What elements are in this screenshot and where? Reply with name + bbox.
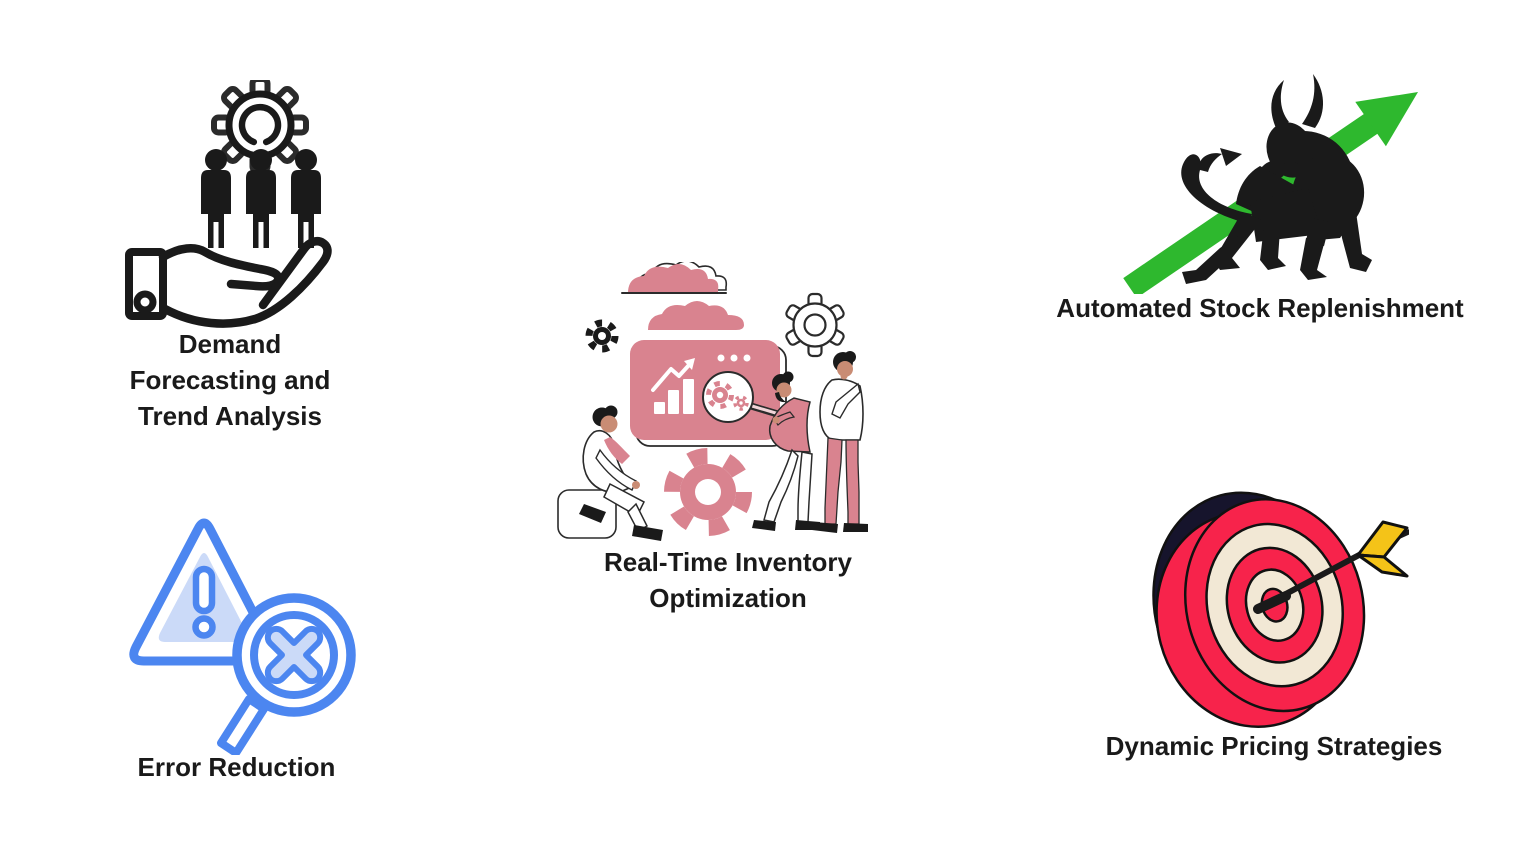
feature-label: Demand Forecasting and Trend Analysis (129, 329, 331, 431)
feature-label: Automated Stock Replenishment (1056, 293, 1464, 323)
gear-icon-rose (664, 448, 752, 536)
hand-people-gear-icon (125, 80, 332, 328)
feature-dynamic-pricing: Dynamic Pricing Strategies (1104, 458, 1444, 764)
feature-label: Error Reduction (137, 752, 336, 782)
bar-chart-icon (651, 358, 695, 414)
feature-automated-stock-replenishment: Automated Stock Replenishment (1040, 62, 1480, 326)
feature-real-time-inventory: Real-Time Inventory Optimization (548, 262, 908, 616)
bull-growth-arrow-icon (1123, 74, 1418, 294)
dart-icon (1253, 520, 1409, 614)
thinking-person (812, 351, 868, 533)
team-dashboard-illustration (557, 262, 868, 541)
hand-icon (125, 237, 332, 328)
gear-icon-black (585, 319, 619, 353)
feature-error-reduction: Error Reduction (114, 503, 359, 785)
warning-triangle-icon (129, 518, 279, 666)
feature-demand-forecasting: Demand Forecasting and Trend Analysis (110, 80, 350, 434)
standing-person (752, 371, 820, 531)
x-cross-icon (264, 625, 324, 685)
dartboard-dart-icon (1152, 491, 1409, 728)
warning-triangle-magnifier-icon (129, 518, 356, 755)
magnifier-x-icon (217, 593, 356, 755)
dashboard-panel (630, 340, 787, 447)
gear-icon-outline (785, 292, 845, 358)
people-icon (201, 149, 321, 248)
cloud-icon (621, 262, 744, 330)
feature-label: Real-Time Inventory Optimization (603, 547, 853, 613)
sitting-person (557, 405, 663, 541)
feature-label: Dynamic Pricing Strategies (1105, 731, 1443, 761)
bull-icon (1181, 74, 1372, 284)
